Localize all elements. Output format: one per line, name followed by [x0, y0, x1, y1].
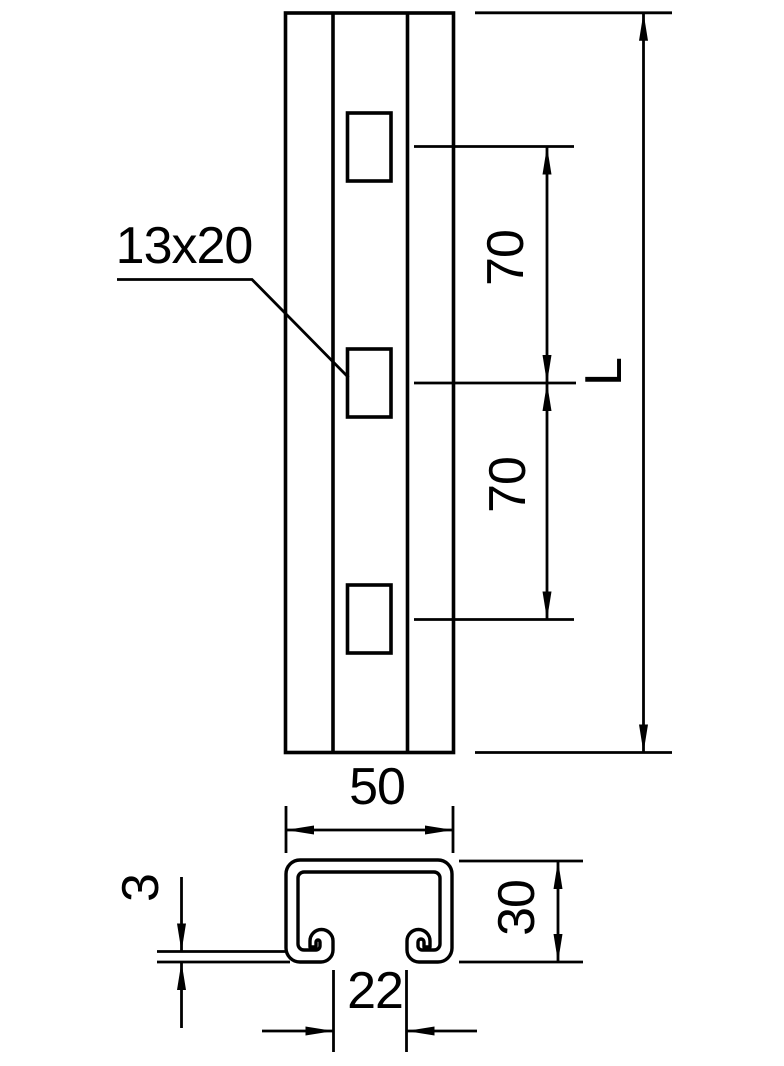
dimension-opening [262, 970, 477, 1052]
arrowhead-up [542, 383, 552, 411]
label-spacing-upper: 70 [477, 230, 535, 286]
arrowhead-down [542, 591, 552, 620]
arrowhead-up [177, 962, 186, 990]
arrowhead-right [305, 1026, 334, 1036]
dimension-spacing [414, 145, 576, 621]
dimension-length [475, 11, 672, 754]
dimension-thickness [157, 877, 290, 1028]
label-height: 30 [488, 880, 546, 936]
arrowhead-down [553, 934, 563, 962]
label-spacing-lower: 70 [479, 457, 537, 513]
slot-hole-top [345, 111, 393, 183]
arrowhead-left [286, 825, 314, 835]
arrowhead-up [553, 861, 563, 889]
dimension-height [459, 859, 583, 964]
arrowhead-down [639, 724, 648, 753]
label-opening: 22 [347, 962, 404, 1020]
arrowhead-right [425, 825, 453, 835]
arrowhead-up [639, 12, 648, 41]
label-width: 50 [349, 758, 406, 816]
arrowhead-up [542, 146, 552, 175]
label-length: L [575, 358, 633, 386]
dimension-width [284, 806, 455, 853]
slot-size-leader-line [117, 278, 350, 379]
label-slot-size: 13x20 [115, 217, 254, 275]
c-profile-section [284, 858, 454, 964]
arrowhead-down [177, 923, 186, 952]
slot-hole-middle [345, 347, 393, 419]
arrowhead-down [542, 355, 552, 383]
label-thickness: 3 [112, 874, 170, 902]
slot-hole-bottom [345, 583, 393, 655]
arrowhead-left [406, 1026, 435, 1036]
